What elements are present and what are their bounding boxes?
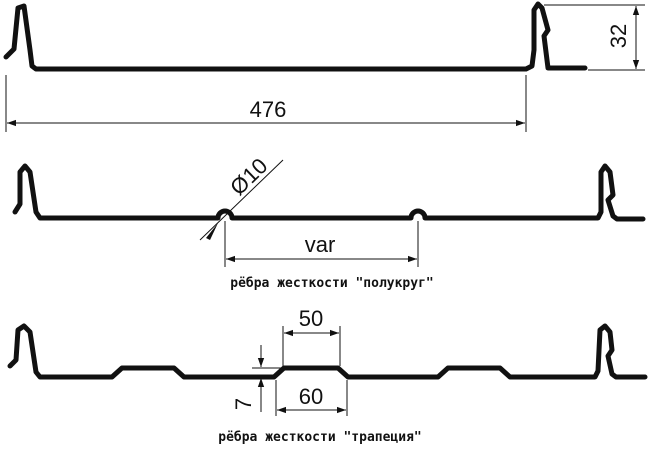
diameter-leader (199, 159, 284, 241)
profile-trapezoid-outline (7, 323, 648, 380)
semicircle-caption: рёбра жесткости "полукруг" (230, 276, 434, 291)
profile-plain-outline (3, 1, 588, 72)
diameter-label: Ø10 (225, 153, 272, 200)
trapezoid-caption: рёбра жесткости "трапеция" (218, 430, 422, 445)
rib-height-label: 7 (231, 398, 256, 410)
profile-semicircle-outline (12, 163, 646, 222)
var-label: var (305, 232, 336, 257)
profile-trapezoid: 50 60 7 рёбра жесткости "трапеция" (7, 306, 648, 445)
profile-semicircle: Ø10 var рёбра жесткости "полукруг" (12, 153, 646, 291)
bottom-width-label: 60 (299, 384, 323, 409)
profile-plain: 476 32 (3, 1, 645, 132)
height-label: 32 (606, 24, 631, 48)
width-label: 476 (250, 97, 287, 122)
diameter-arrow (206, 223, 218, 240)
top-width-label: 50 (299, 306, 323, 331)
